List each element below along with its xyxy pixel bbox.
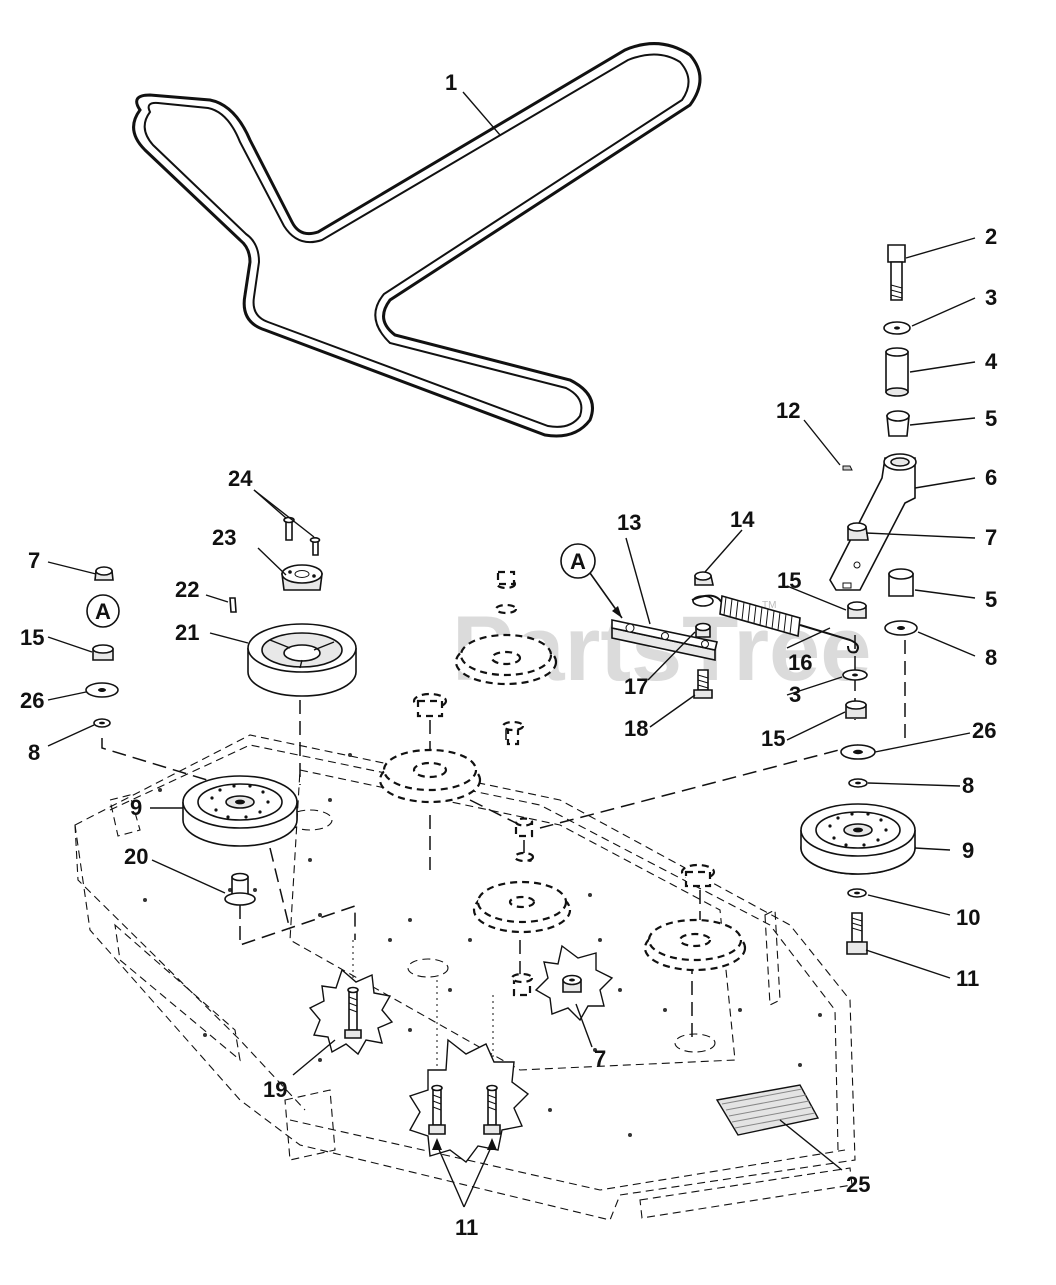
left-idler-stack: A	[85, 566, 298, 906]
callout-22: 22	[175, 577, 199, 602]
drive-belt	[132, 42, 702, 438]
callout-3-top: 3	[985, 285, 997, 310]
tension-spring-assembly	[611, 571, 859, 699]
callout-15-right-top: 15	[777, 568, 801, 593]
callout-5-top: 5	[985, 406, 997, 431]
callout-1: 1	[445, 70, 457, 95]
bushing-5-top	[886, 410, 910, 437]
watermark-tm: TM	[762, 600, 776, 611]
phantom-spindle-top	[454, 570, 558, 746]
callout-26-right: 26	[972, 718, 996, 743]
callout-18: 18	[624, 716, 648, 741]
callout-13: 13	[617, 510, 641, 535]
callout-17: 17	[624, 674, 648, 699]
phantom-spindle-left	[378, 692, 482, 804]
callout-12: 12	[776, 398, 800, 423]
callout-15-left: 15	[20, 625, 44, 650]
idler-arm-assembly	[800, 244, 918, 955]
callout-2: 2	[985, 224, 997, 249]
callout-21: 21	[175, 620, 199, 645]
nut-7-arm	[847, 522, 869, 541]
callout-26-left: 26	[20, 688, 44, 713]
callout-5-lower: 5	[985, 587, 997, 612]
spacer-15-lower	[845, 700, 867, 719]
callout-19: 19	[263, 1077, 287, 1102]
starburst-bolt-19	[308, 968, 394, 1056]
callout-8-right-top: 8	[985, 645, 997, 670]
phantom-spindle-center	[472, 817, 572, 997]
ref-marker-a-right: A	[570, 549, 586, 574]
idler-pulley-9-right	[800, 803, 916, 875]
callout-15-right-lower: 15	[761, 726, 785, 751]
callout-14: 14	[730, 507, 755, 532]
phantom-spindles	[378, 570, 747, 997]
bolt-2	[887, 244, 906, 301]
callout-11-burst: 11	[455, 1215, 478, 1240]
callout-7-arm: 7	[985, 525, 997, 550]
callout-9-left: 9	[130, 795, 142, 820]
callout-4: 4	[985, 349, 998, 374]
spacer-4	[885, 347, 909, 397]
phantom-spindle-right	[643, 863, 747, 972]
callout-6: 6	[985, 465, 997, 490]
bushing-20	[224, 872, 256, 906]
callout-25: 25	[846, 1172, 870, 1197]
callout-11-right: 11	[956, 966, 979, 991]
idler-arm-6	[829, 453, 917, 591]
callout-7-burst: 7	[594, 1046, 606, 1071]
callout-3-mid: 3	[789, 682, 801, 707]
callout-23: 23	[212, 525, 236, 550]
callout-8-right: 8	[962, 773, 974, 798]
callout-20: 20	[124, 844, 148, 869]
idler-pulley-9-left	[182, 775, 298, 847]
callout-7-left: 7	[28, 548, 40, 573]
ref-marker-a-left: A	[95, 599, 111, 624]
callout-16: 16	[788, 650, 812, 675]
spacer-15-mid	[847, 601, 867, 619]
spindle-pulley-21	[229, 516, 357, 697]
alignment-lines	[101, 635, 906, 1085]
mower-deck-outline	[74, 734, 856, 1221]
deck-step-pad	[715, 1084, 820, 1136]
callout-8-left: 8	[28, 740, 40, 765]
callout-9-right: 9	[962, 838, 974, 863]
bolt-11-right	[846, 912, 868, 955]
callout-labels: 1 2 3 4 5 6 7 5 8 26 8 9 10 11 12 13 14 …	[20, 70, 998, 1240]
leader-lines	[47, 91, 976, 1208]
starburst-nut-7	[534, 944, 614, 1022]
callout-10: 10	[956, 905, 980, 930]
bushing-5-lower	[888, 568, 914, 597]
callout-24: 24	[228, 466, 253, 491]
starburst-bolts-11	[408, 1038, 530, 1163]
